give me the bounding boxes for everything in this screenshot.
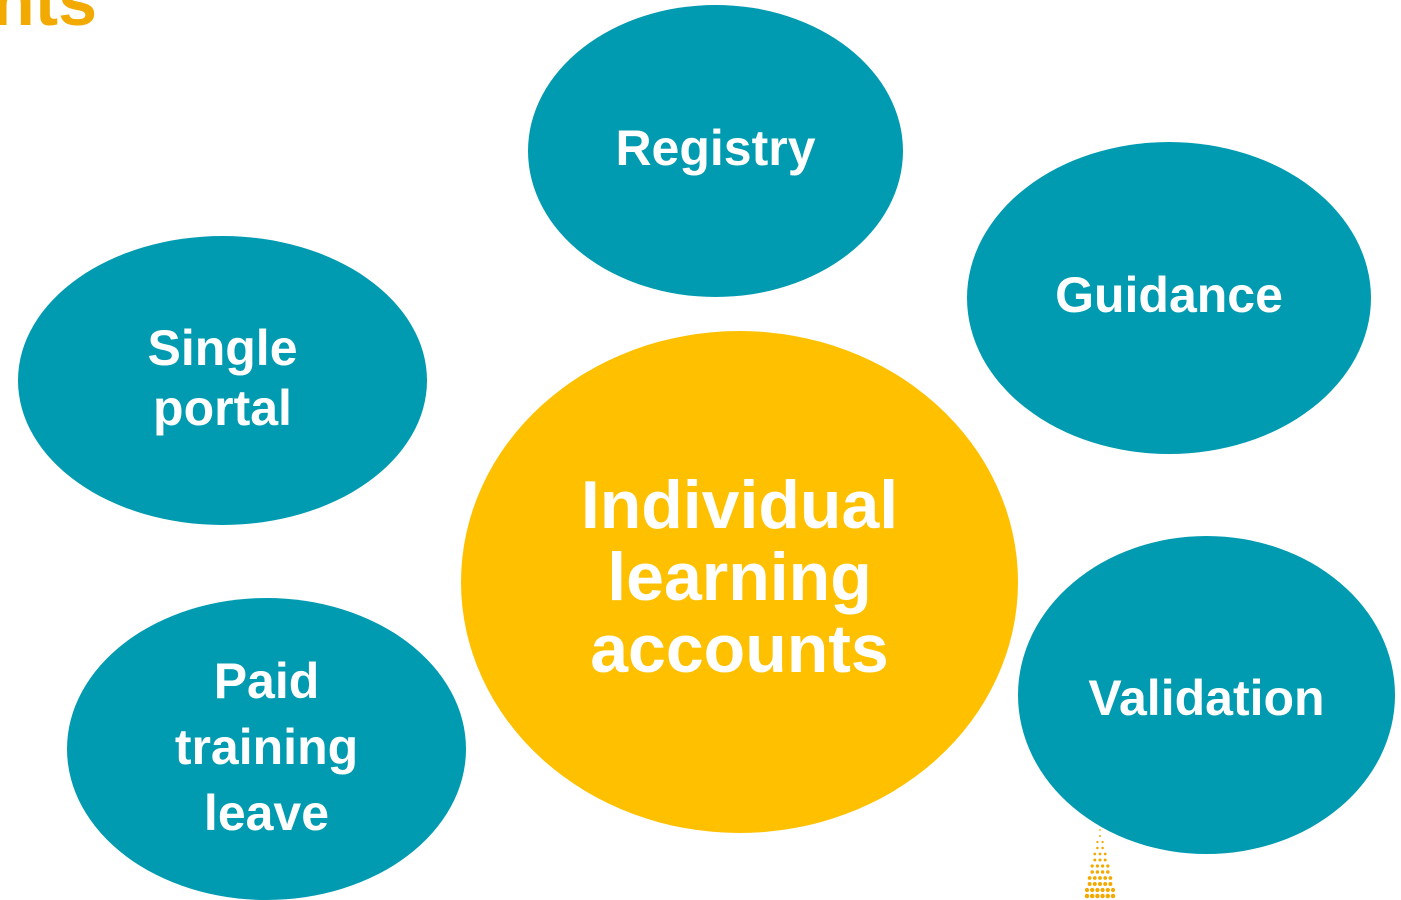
decorative-dot xyxy=(1095,864,1100,868)
node-validation: Validation xyxy=(1018,536,1395,854)
decorative-dot xyxy=(1103,858,1107,862)
decorative-dot xyxy=(1095,870,1100,874)
decorative-dot xyxy=(1106,864,1110,868)
decorative-dot xyxy=(1095,893,1100,899)
decorative-dot xyxy=(1110,887,1116,893)
center-node-individual-learning-accounts: Individual learning accounts xyxy=(461,331,1018,833)
decorative-dot xyxy=(1096,840,1099,844)
decorative-dot xyxy=(1092,876,1097,880)
decorative-dot xyxy=(1103,852,1107,856)
decorative-dot xyxy=(1108,882,1113,886)
decorative-dot xyxy=(1093,858,1097,862)
decorative-dot xyxy=(1098,876,1102,880)
node-guidance-label: Guidance xyxy=(1055,267,1283,323)
decorative-dot xyxy=(1098,858,1102,862)
decorative-dot xyxy=(1098,852,1102,856)
decorative-dot xyxy=(1099,829,1101,831)
decorative-dot xyxy=(1092,882,1097,886)
node-validation-label: Validation xyxy=(1088,670,1325,726)
node-registry-label: Registry xyxy=(615,120,816,176)
decorative-dot xyxy=(1096,846,1099,850)
node-registry: Registry xyxy=(528,5,903,297)
decorative-dot xyxy=(1105,893,1111,899)
decorative-dot xyxy=(1095,887,1100,893)
decorative-dot xyxy=(1098,882,1102,886)
node-paid-training-leave-label: Paid training leave xyxy=(174,653,359,841)
decorative-dot xyxy=(1089,893,1095,899)
decorative-dot xyxy=(1105,887,1110,893)
decorative-dot xyxy=(1100,864,1105,868)
decorative-dot xyxy=(1103,876,1108,880)
decorative-dot xyxy=(1100,870,1105,874)
decorative-dot xyxy=(1100,893,1105,899)
node-guidance: Guidance xyxy=(967,142,1371,454)
slide-title-fragment: nts xyxy=(0,0,97,40)
center-node-label: Individual learning accounts xyxy=(580,467,899,687)
decorative-dot xyxy=(1101,846,1104,850)
decorative-dot xyxy=(1084,893,1090,899)
node-single-portal-label: Single portal xyxy=(147,319,298,436)
decorative-dot xyxy=(1108,876,1113,880)
decorative-dot xyxy=(1090,870,1094,874)
dot-triangle-icon xyxy=(1084,829,1116,899)
decorative-dot xyxy=(1087,882,1092,886)
node-paid-training-leave: Paid training leave xyxy=(67,598,466,900)
decorative-dot xyxy=(1110,893,1116,899)
decorative-dot xyxy=(1100,887,1105,893)
decorative-dot xyxy=(1106,870,1110,874)
decorative-dot xyxy=(1098,834,1102,838)
decorative-dot xyxy=(1101,840,1104,844)
decorative-dot xyxy=(1103,882,1108,886)
decorative-dot xyxy=(1093,852,1097,856)
decorative-dot xyxy=(1084,887,1090,893)
decorative-dot xyxy=(1087,876,1092,880)
node-single-portal: Single portal xyxy=(18,236,427,525)
decorative-dot xyxy=(1090,864,1094,868)
decorative-dot xyxy=(1090,887,1095,893)
